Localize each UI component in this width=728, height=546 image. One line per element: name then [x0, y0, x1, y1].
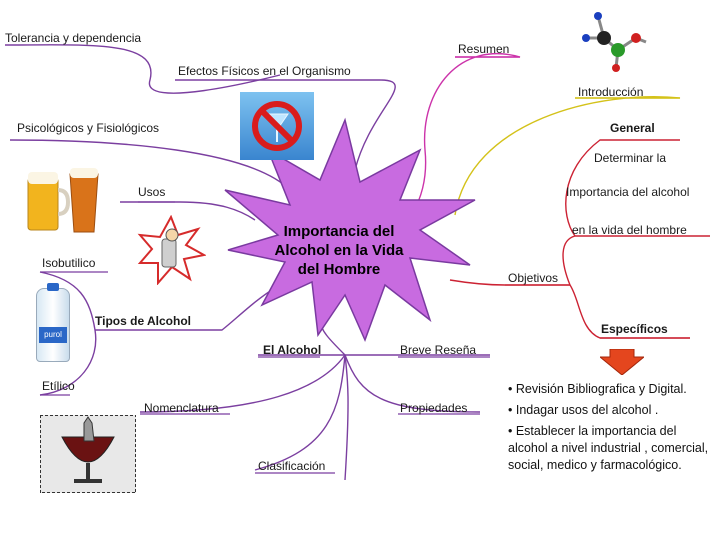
objective-item-1: • Revisión Bibliografica y Digital.: [508, 382, 687, 396]
label-especificos: Específicos: [601, 322, 668, 336]
no-drinking-image: [240, 92, 314, 160]
no-drinking-icon: [252, 101, 302, 151]
label-usos: Usos: [138, 185, 166, 199]
bottle-cap-icon: [47, 283, 59, 291]
molecule-icon: [582, 12, 647, 72]
objective-item-2: • Indagar usos del alcohol .: [508, 403, 659, 417]
label-psicologicos: Psicológicos y Fisiológicos: [17, 121, 160, 135]
label-propiedades: Propiedades: [400, 401, 468, 415]
cartoon-bottle-icon: [137, 215, 206, 285]
label-importancia: Importancia del alcohol: [566, 185, 690, 199]
wine-glass-hand-image: [40, 415, 136, 493]
label-breve: Breve Reseña: [400, 343, 477, 357]
central-star-shape: [224, 117, 476, 343]
alcohol-bottle-image: purol: [36, 283, 70, 362]
down-arrow-icon: [600, 349, 644, 375]
central-topic-line2: Alcohol en la Vida: [274, 242, 404, 259]
label-clasificacion: Clasificación: [258, 459, 326, 473]
label-etilico: Etílico: [42, 379, 75, 393]
objective-item-3: • Establecer la importancia del alcohol …: [508, 424, 709, 472]
label-introduccion: Introducción: [578, 85, 644, 99]
label-tolerancia: Tolerancia y dependencia: [5, 31, 142, 45]
label-vida: en la vida del hombre: [572, 223, 687, 237]
label-nomenclatura: Nomenclatura: [144, 401, 219, 415]
central-topic-line3: del Hombre: [297, 261, 381, 278]
label-objetivos: Objetivos: [508, 271, 559, 285]
central-topic: Importancia del Alcohol en la Vida del H…: [255, 222, 423, 279]
label-determinar: Determinar la: [594, 151, 667, 165]
objectives-list: • Revisión Bibliografica y Digital. • In…: [508, 381, 718, 478]
label-tipos: Tipos de Alcohol: [95, 314, 192, 328]
label-el-alcohol: El Alcohol: [263, 343, 322, 357]
label-isobutilico: Isobutilico: [42, 256, 96, 270]
label-efectos: Efectos Físicos en el Organismo: [178, 64, 351, 78]
bottle-label: purol: [39, 327, 67, 343]
label-resumen: Resumen: [458, 42, 510, 56]
central-topic-line1: Importancia del: [283, 223, 395, 240]
beer-glasses-icon: [27, 168, 99, 233]
label-general: General: [610, 121, 655, 135]
